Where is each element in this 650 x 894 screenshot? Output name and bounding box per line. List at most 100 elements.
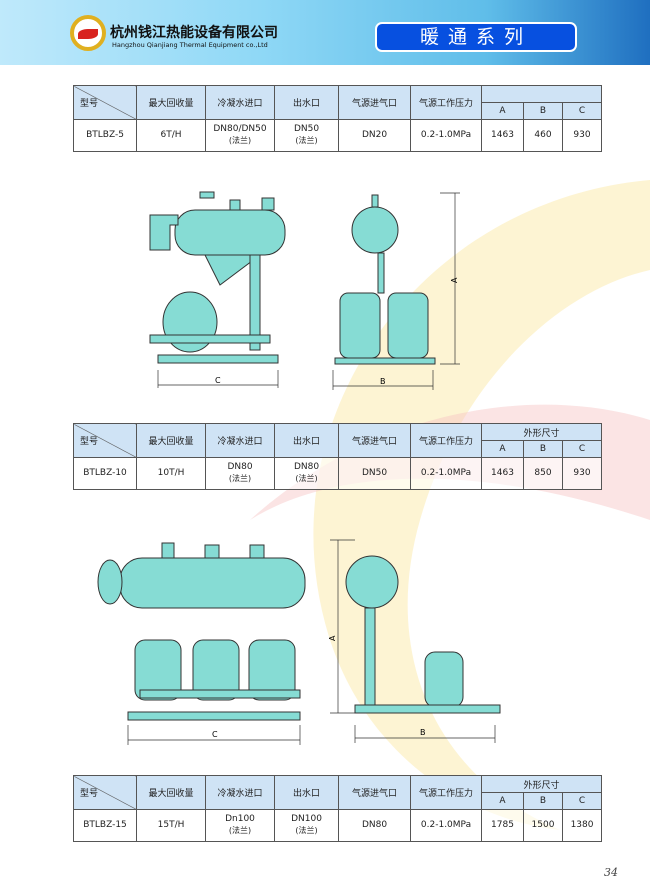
cell-capacity: 10T/H bbox=[136, 457, 206, 490]
cell-outlet: DN80 (法兰) bbox=[274, 457, 339, 490]
cell-inlet: DN80 (法兰) bbox=[205, 457, 275, 490]
cell-capacity-value: 10T/H bbox=[157, 468, 185, 478]
header-outlet: 出水口 bbox=[274, 85, 339, 120]
header-dims: 外形尺寸 bbox=[480, 423, 603, 441]
header-capacity: 最大回收量 bbox=[136, 423, 206, 458]
diagram-btlbz-10: C B A bbox=[97, 539, 501, 745]
cell-c-value: 930 bbox=[573, 468, 591, 478]
header-air-inlet: 气源进气口 bbox=[338, 85, 411, 120]
dim-label-c: C bbox=[212, 730, 218, 739]
header-pressure: 气源工作压力 bbox=[410, 85, 482, 120]
header-outlet: 出水口 bbox=[274, 423, 339, 458]
header-capacity: 最大回收量 bbox=[136, 85, 206, 120]
cell-outlet: DN100 (法兰) bbox=[274, 809, 339, 842]
cell-c-value: 1380 bbox=[570, 820, 594, 830]
cell-inlet-note: (法兰) bbox=[228, 136, 252, 145]
cell-outlet-note: (法兰) bbox=[295, 474, 318, 483]
header-a: A bbox=[481, 792, 524, 810]
cell-air-inlet: DN50 bbox=[338, 457, 411, 490]
cell-model: BTLBZ-10 bbox=[73, 457, 137, 490]
header-inlet: 冷凝水进口 bbox=[205, 423, 275, 458]
cell-pressure-value: 0.2-1.0MPa bbox=[420, 820, 472, 830]
cell-outlet-value: DN80 bbox=[293, 462, 320, 472]
company-name-cn: 杭州钱江热能设备有限公司 bbox=[110, 25, 278, 41]
header-inlet: 冷凝水进口 bbox=[205, 775, 275, 810]
cell-c-value: 930 bbox=[573, 130, 591, 140]
cell-capacity-value: 15T/H bbox=[157, 820, 185, 830]
cell-inlet-value: DN80/DN50 bbox=[213, 124, 267, 134]
cell-inlet-note: (法兰) bbox=[228, 474, 252, 483]
header-c: C bbox=[561, 440, 603, 458]
cell-inlet: DN80/DN50 (法兰) bbox=[205, 119, 275, 152]
diagram-btlbz-5: C B A bbox=[149, 191, 460, 390]
cell-b-value: 850 bbox=[534, 468, 552, 478]
header-model: 型号 bbox=[73, 85, 137, 120]
cell-a: 1463 bbox=[481, 119, 524, 152]
cell-pressure: 0.2-1.0MPa bbox=[410, 119, 482, 152]
cell-outlet-note: (法兰) bbox=[295, 826, 318, 835]
cell-c: 930 bbox=[561, 457, 603, 490]
cell-model-value: BTLBZ-10 bbox=[83, 468, 127, 478]
cell-a: 1463 bbox=[481, 457, 524, 490]
cell-air-inlet: DN20 bbox=[338, 119, 411, 152]
cell-outlet: DN50 (法兰) bbox=[274, 119, 339, 152]
cell-a-value: 1463 bbox=[491, 468, 514, 478]
series-title: 暖通系列 bbox=[375, 22, 577, 52]
cell-b: 850 bbox=[523, 457, 563, 490]
table-row: BTLBZ-15 15T/H Dn100(法兰) DN100 (法兰) DN80 0.2-1… bbox=[73, 809, 603, 842]
cell-air-inlet: DN80 bbox=[338, 809, 411, 842]
table-row: BTLBZ-10 10T/H DN80 (法兰) DN80 (法兰) DN50 0.2-1.0… bbox=[73, 457, 603, 490]
header-a: A bbox=[481, 102, 524, 120]
table-row: BTLBZ-5 6T/H DN80/DN50 (法兰) DN50 (法兰) DN20 0.2-… bbox=[73, 119, 603, 152]
cell-pressure-value: 0.2-1.0MPa bbox=[420, 468, 472, 478]
cell-b: 1500 bbox=[523, 809, 563, 842]
company-name-en: Hangzhou Qianjiang Thermal Equipment co.… bbox=[112, 41, 268, 49]
cell-capacity-value: 6T/H bbox=[160, 130, 182, 140]
dim-label-b: B bbox=[420, 728, 426, 737]
header-c: C bbox=[561, 102, 603, 120]
cell-c: 1380 bbox=[561, 809, 603, 842]
cell-model-value: BTLBZ-5 bbox=[86, 130, 124, 140]
cell-b: 460 bbox=[523, 119, 563, 152]
dim-label-a: A bbox=[450, 277, 459, 283]
header-pressure: 气源工作压力 bbox=[410, 423, 482, 458]
dim-label-c: C bbox=[215, 376, 221, 385]
cell-inlet: Dn100(法兰) bbox=[205, 809, 275, 842]
header-dims bbox=[480, 85, 603, 103]
cell-b-value: 1500 bbox=[531, 820, 555, 830]
header-model: 型号 bbox=[73, 775, 137, 810]
cell-capacity: 15T/H bbox=[136, 809, 206, 842]
cell-air-inlet-value: DN80 bbox=[361, 820, 388, 830]
cell-a: 1785 bbox=[481, 809, 524, 842]
dim-label-b: B bbox=[380, 377, 386, 386]
header-dims: 外形尺寸 bbox=[480, 775, 603, 793]
cell-capacity: 6T/H bbox=[136, 119, 206, 152]
cell-model: BTLBZ-15 bbox=[73, 809, 137, 842]
cell-air-inlet-value: DN50 bbox=[361, 468, 388, 478]
cell-outlet-value: DN100 bbox=[291, 814, 322, 824]
header-b: B bbox=[523, 102, 563, 120]
cell-inlet-value: DN80 bbox=[227, 462, 253, 472]
header-capacity: 最大回收量 bbox=[136, 775, 206, 810]
cell-a-value: 1785 bbox=[491, 820, 514, 830]
cell-model: BTLBZ-5 bbox=[73, 119, 137, 152]
cell-c: 930 bbox=[561, 119, 603, 152]
cell-a-value: 1463 bbox=[491, 130, 514, 140]
header-air-inlet: 气源进气口 bbox=[338, 423, 411, 458]
cell-pressure: 0.2-1.0MPa bbox=[410, 809, 482, 842]
page-number: 34 bbox=[604, 866, 618, 879]
cell-inlet-note: (法兰) bbox=[228, 826, 252, 835]
header-model: 型号 bbox=[73, 423, 137, 458]
header-a: A bbox=[481, 440, 524, 458]
header-c: C bbox=[561, 792, 603, 810]
cell-pressure-value: 0.2-1.0MPa bbox=[420, 130, 472, 140]
cell-outlet-note: (法兰) bbox=[295, 136, 318, 145]
cell-outlet-value: DN50 bbox=[293, 124, 320, 134]
header-b: B bbox=[523, 440, 563, 458]
header-b: B bbox=[523, 792, 563, 810]
header-pressure: 气源工作压力 bbox=[410, 775, 482, 810]
header-outlet: 出水口 bbox=[274, 775, 339, 810]
